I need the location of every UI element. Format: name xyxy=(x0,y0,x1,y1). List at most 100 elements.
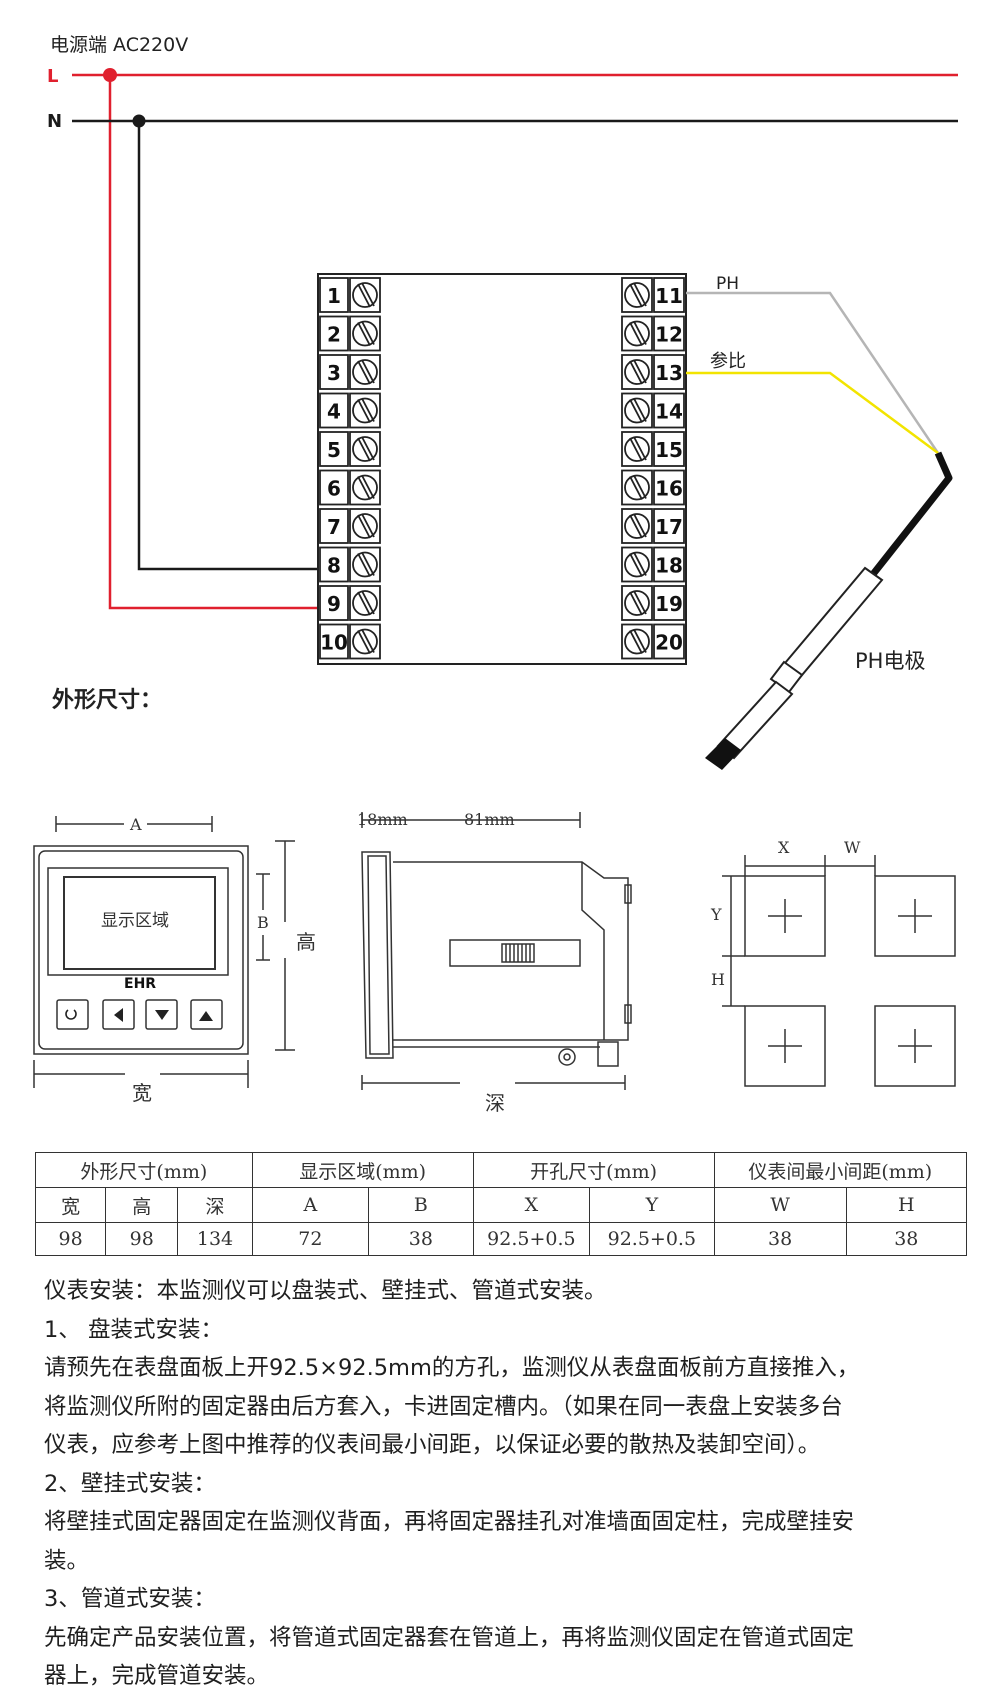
terminal-number-19: 19 xyxy=(655,592,683,616)
down-key-icon xyxy=(155,1010,169,1020)
terminal-number-20: 20 xyxy=(655,631,683,655)
terminal-number-12: 12 xyxy=(655,323,683,347)
group-outline-size: 外形尺寸(mm) xyxy=(35,1152,253,1188)
screw-slot xyxy=(633,436,647,461)
value-y: 92.5+0.5 xyxy=(589,1222,715,1256)
terminal-number-box xyxy=(653,623,685,660)
cutout-h-label: H xyxy=(711,970,725,989)
dimension-drawings: A B 高 宽 显示区域 EHR 18mm 81mm 深 X W Y xyxy=(33,810,956,1115)
terminal-number-box xyxy=(319,277,349,313)
terminal-number-13: 13 xyxy=(655,361,683,385)
terminal-number-box xyxy=(319,315,349,352)
terminal-number-4: 4 xyxy=(327,400,341,424)
wall-mount-text-2: 装。 xyxy=(44,1547,90,1574)
screw-slot xyxy=(629,591,643,616)
panel-mount-heading: 1、 盘装式安装： xyxy=(44,1316,223,1343)
pipe-mount-text-2: 器上，完成管道安装。 xyxy=(44,1663,270,1689)
terminal-number-15: 15 xyxy=(655,438,683,462)
subheader-b: B xyxy=(368,1187,474,1223)
screw-slot xyxy=(357,360,371,385)
screw-slot xyxy=(361,321,375,345)
screw-slot xyxy=(361,398,375,422)
terminal-number-box xyxy=(653,431,685,467)
screw-slot xyxy=(357,591,371,616)
dim-81mm-label: 81mm xyxy=(464,810,515,829)
dimension-spec-table: 外形尺寸(mm) 显示区域(mm) 开孔尺寸(mm) 仪表间最小间距(mm) 宽… xyxy=(34,1152,968,1256)
terminal-number-2: 2 xyxy=(327,323,341,347)
value-depth: 134 xyxy=(177,1222,253,1256)
subheader-h: H xyxy=(845,1187,968,1223)
up-key-icon xyxy=(199,1011,213,1021)
terminal-number-box xyxy=(319,585,349,621)
terminal-number-box xyxy=(319,508,349,544)
terminal-number-5: 5 xyxy=(327,438,341,462)
terminal-number-16: 16 xyxy=(655,477,683,501)
screw-slot xyxy=(361,282,375,307)
screw-slot xyxy=(633,475,647,499)
wall-mount-text-1: 将壁挂式固定器固定在监测仪背面，再将固定器挂孔对准墙面固定柱，完成壁挂安 xyxy=(44,1509,855,1535)
screw-slot xyxy=(357,437,371,462)
value-h: 38 xyxy=(845,1222,968,1256)
installation-instructions: 仪表安装：本监测仪可以盘装式、壁挂式、管道式安装。 1、 盘装式安装： 请预先在… xyxy=(44,1272,964,1696)
terminal-number-1: 1 xyxy=(327,284,341,308)
line-l-label: L xyxy=(47,66,58,87)
table-subheader-row: 宽 高 深 A B X Y W H xyxy=(34,1187,968,1223)
install-intro: 仪表安装：本监测仪可以盘装式、壁挂式、管道式安装。 xyxy=(44,1278,607,1304)
dimensions-heading: 外形尺寸： xyxy=(52,687,162,713)
screw-slot xyxy=(361,475,375,499)
terminal-number-14: 14 xyxy=(655,400,683,424)
screw-slot xyxy=(357,514,371,539)
screw-slot xyxy=(633,282,647,307)
group-min-spacing: 仪表间最小间距(mm) xyxy=(713,1152,968,1188)
cutout-layout xyxy=(722,855,956,1087)
subheader-a: A xyxy=(251,1187,370,1223)
pipe-mount-text-1: 先确定产品安装位置，将管道式固定器套在管道上，再将监测仪固定在管道式固定 xyxy=(44,1624,855,1651)
screw-slot xyxy=(633,398,647,422)
screw-slot xyxy=(633,321,647,345)
display-area-label: 显示区域 xyxy=(101,911,169,931)
screw-slot xyxy=(629,283,643,308)
terminal-number-box xyxy=(319,354,349,390)
terminal-number-box xyxy=(319,469,349,506)
terminal-number-6: 6 xyxy=(327,477,341,501)
terminal-number-box xyxy=(319,546,349,583)
screw-slot xyxy=(629,514,643,539)
screw-slot xyxy=(357,399,371,423)
value-w: 38 xyxy=(713,1222,847,1256)
terminal-number-17: 17 xyxy=(655,515,683,539)
side-view xyxy=(361,812,632,1090)
value-width: 98 xyxy=(34,1222,107,1256)
screw-slot xyxy=(361,590,375,615)
terminal-number-box xyxy=(653,315,685,352)
depth-label: 深 xyxy=(485,1091,505,1115)
group-display-area: 显示区域(mm) xyxy=(251,1152,474,1188)
screw-slot xyxy=(357,283,371,308)
ph-electrode xyxy=(705,451,953,770)
screw-slot xyxy=(361,513,375,538)
screw-slot xyxy=(629,630,643,654)
screw-slot xyxy=(361,629,375,653)
terminal-number-box xyxy=(653,508,685,544)
screw-slot xyxy=(357,476,371,500)
brand-label: EHR xyxy=(124,976,156,992)
terminal-number-10: 10 xyxy=(320,631,348,655)
electrode-label: PH电极 xyxy=(855,649,925,673)
live-junction xyxy=(103,68,117,82)
table-group-row: 外形尺寸(mm) 显示区域(mm) 开孔尺寸(mm) 仪表间最小间距(mm) xyxy=(35,1152,968,1188)
screw-slot xyxy=(633,359,647,384)
live-wire xyxy=(72,73,958,610)
screw-slot xyxy=(629,399,643,423)
screw-slot xyxy=(361,436,375,461)
screw-slot xyxy=(633,590,647,615)
pipe-mount-heading: 3、管道式安装： xyxy=(44,1586,216,1612)
panel-mount-text-2: 将监测仪所附的固定器由后方套入，卡进固定槽内。（如果在同一表盘上安装多台 xyxy=(44,1393,843,1420)
terminal-number-box xyxy=(653,354,685,390)
terminal-number-box xyxy=(653,585,685,621)
terminal-number-7: 7 xyxy=(327,515,341,539)
dim-a-label: A xyxy=(129,815,142,834)
wall-mount-heading: 2、壁挂式安装： xyxy=(44,1470,216,1497)
cutout-w-label: W xyxy=(844,838,861,857)
screw-slot xyxy=(633,552,647,576)
